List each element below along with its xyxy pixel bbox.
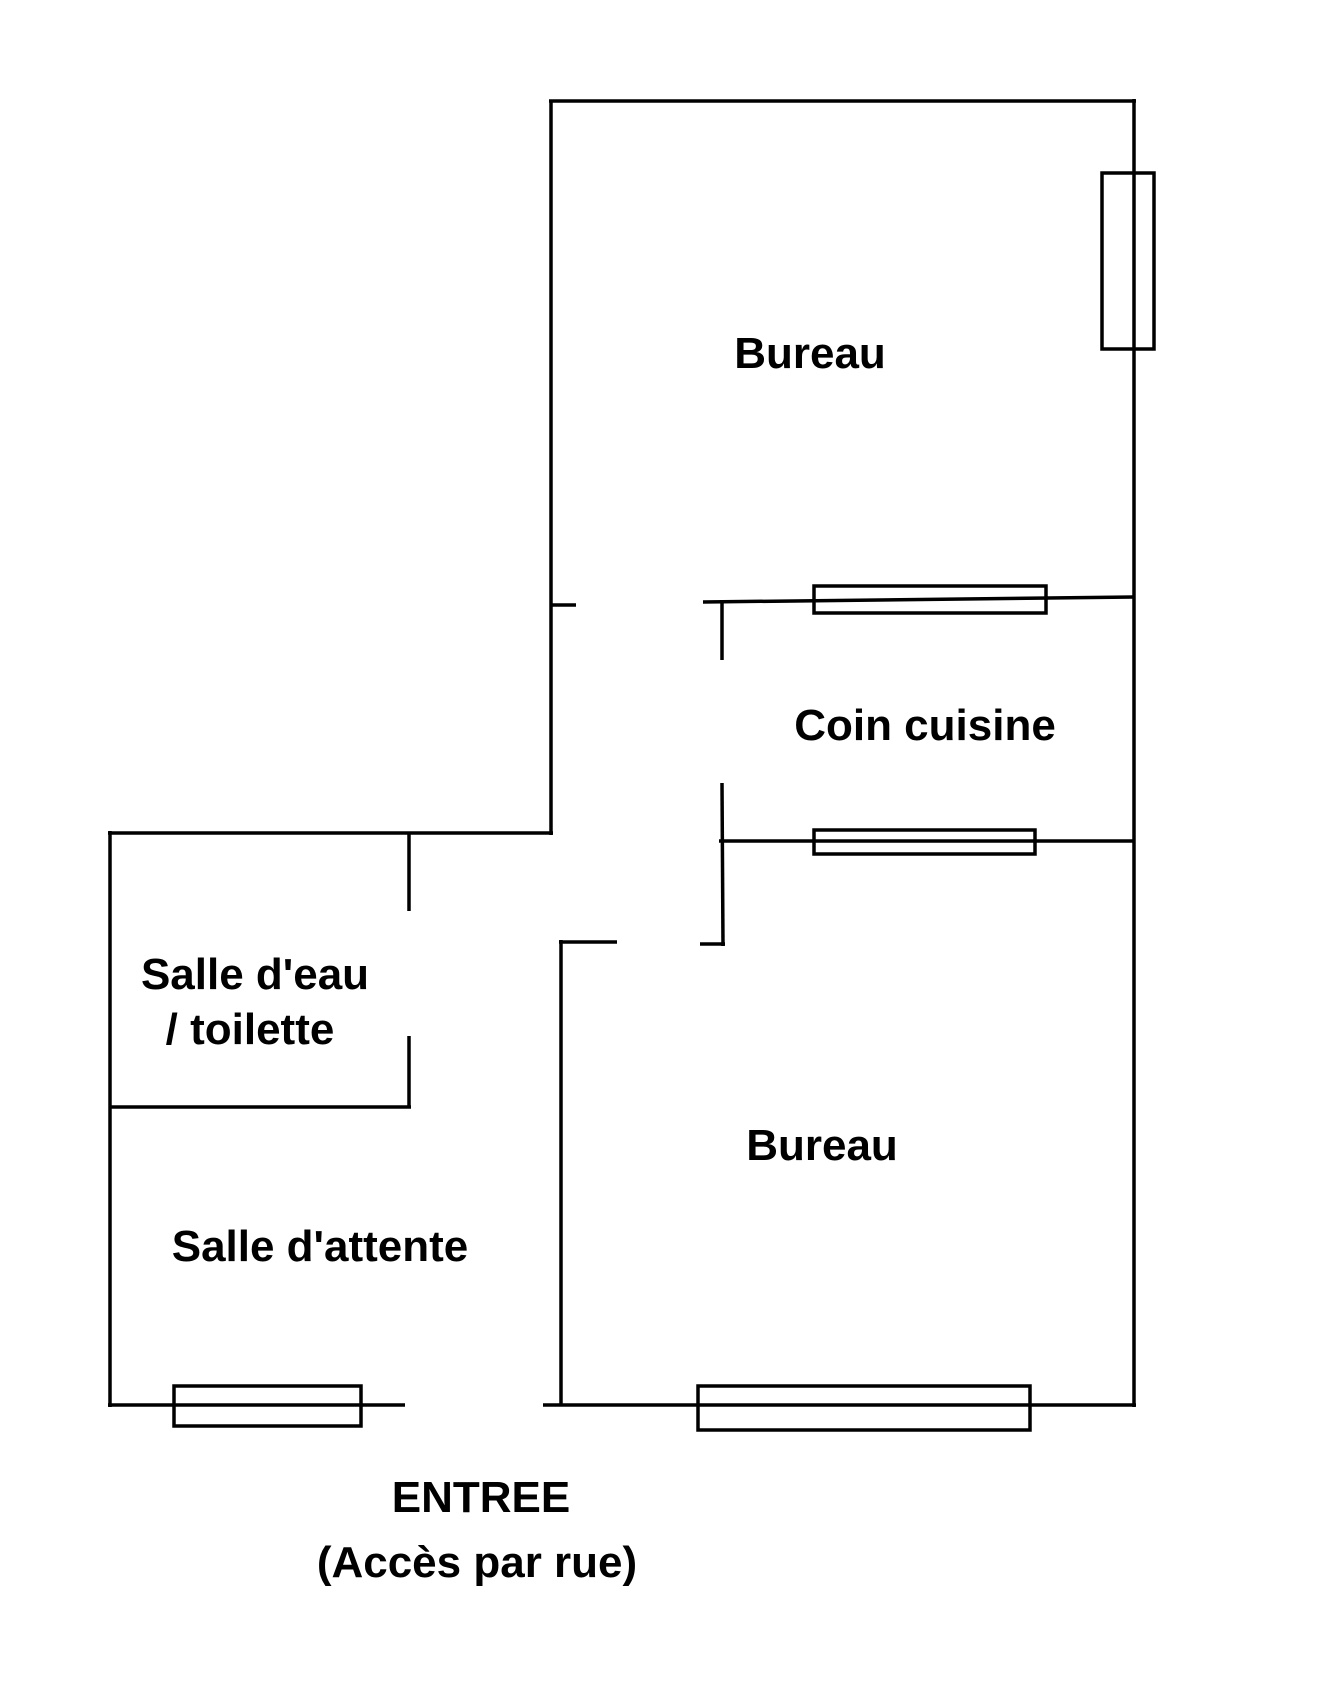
window-salle-attente	[172, 1384, 363, 1428]
label-bureau-bottom: Bureau	[746, 1121, 898, 1170]
label-coin-cuisine: Coin cuisine	[794, 701, 1056, 750]
label-acces-rue: (Accès par rue)	[317, 1538, 637, 1587]
label-entree: ENTREE	[392, 1473, 570, 1522]
label-salle-attente: Salle d'attente	[172, 1222, 469, 1271]
window-kitchen-bottom	[812, 828, 1037, 856]
window-kitchen-top	[812, 584, 1048, 615]
bureau-top-walls	[549, 99, 1136, 1407]
wall-kitchen-left-lower	[720, 782, 725, 947]
salle-eau-walls	[108, 831, 553, 1407]
label-bureau-top: Bureau	[734, 329, 886, 378]
label-salle-eau-line2: / toilette	[166, 1005, 335, 1054]
window-bureau-top-right	[1100, 171, 1156, 351]
window-bureau-bottom	[696, 1384, 1032, 1432]
label-salle-eau-line1: Salle d'eau	[141, 950, 369, 999]
bureau-bottom-walls	[559, 940, 617, 1405]
wall-kitchen-top	[702, 595, 1135, 604]
kitchen-walls	[700, 595, 1135, 947]
